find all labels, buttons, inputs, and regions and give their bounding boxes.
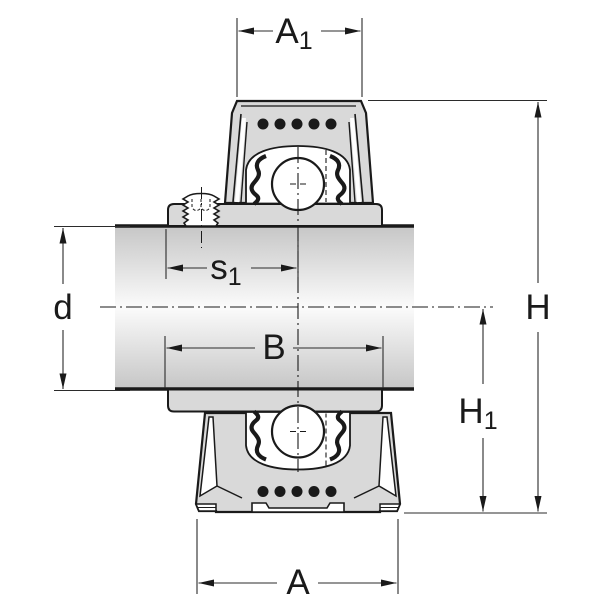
b-label-main: B bbox=[262, 328, 285, 367]
dimension-a1: A1 bbox=[236, 12, 363, 97]
s1-label: s1 bbox=[210, 248, 241, 292]
grub-screw bbox=[181, 187, 221, 248]
upper-left-inner-line bbox=[240, 121, 248, 203]
h-label-main: H bbox=[525, 288, 550, 327]
lube-hole bbox=[274, 118, 286, 130]
a-label: A bbox=[286, 563, 310, 602]
lube-hole bbox=[308, 118, 320, 130]
lube-hole bbox=[291, 118, 303, 130]
a1-label-sub: 1 bbox=[299, 27, 313, 55]
hex-socket-right bbox=[200, 199, 211, 211]
dimension-b: B bbox=[164, 328, 384, 388]
a1-label-main: A bbox=[275, 12, 299, 51]
upper-right-inner-line bbox=[348, 121, 356, 203]
lower-cap-recess bbox=[251, 502, 345, 513]
a1-label: A1 bbox=[275, 12, 312, 56]
upper-right-gap bbox=[350, 117, 361, 203]
h1-label-sub: 1 bbox=[484, 407, 498, 435]
h1-label: H1 bbox=[458, 392, 497, 436]
centerlines bbox=[100, 147, 493, 472]
d-label: d bbox=[53, 288, 72, 327]
upper-left-gap bbox=[235, 117, 246, 203]
s1-label-main: s bbox=[210, 248, 228, 287]
a-label-main: A bbox=[286, 563, 310, 602]
lower-left-leg-fold bbox=[216, 485, 243, 499]
right-seal-flinger bbox=[329, 154, 347, 206]
dimension-d: d bbox=[53, 225, 130, 392]
lube-hole bbox=[257, 118, 269, 130]
inner-ring-collar bbox=[167, 203, 383, 227]
s1-label-sub: 1 bbox=[228, 263, 242, 291]
dimension-h1: H1 bbox=[458, 309, 498, 512]
b-label: B bbox=[262, 328, 285, 367]
h-label: H bbox=[525, 288, 550, 327]
lubrication-holes bbox=[257, 118, 337, 130]
left-seal-flinger bbox=[249, 154, 267, 206]
dimension-h: H bbox=[368, 99, 551, 514]
dimension-a: A bbox=[196, 519, 399, 602]
h1-label-main: H bbox=[458, 392, 483, 431]
upper-left-fold-line bbox=[232, 113, 242, 203]
lube-hole bbox=[325, 118, 337, 130]
bearing-upper-half bbox=[167, 118, 383, 227]
upper-right-fold-line bbox=[354, 113, 364, 203]
dimension-s1: s1 bbox=[165, 229, 297, 292]
lower-right-leg-fold bbox=[353, 485, 380, 499]
d-label-main: d bbox=[53, 288, 72, 327]
